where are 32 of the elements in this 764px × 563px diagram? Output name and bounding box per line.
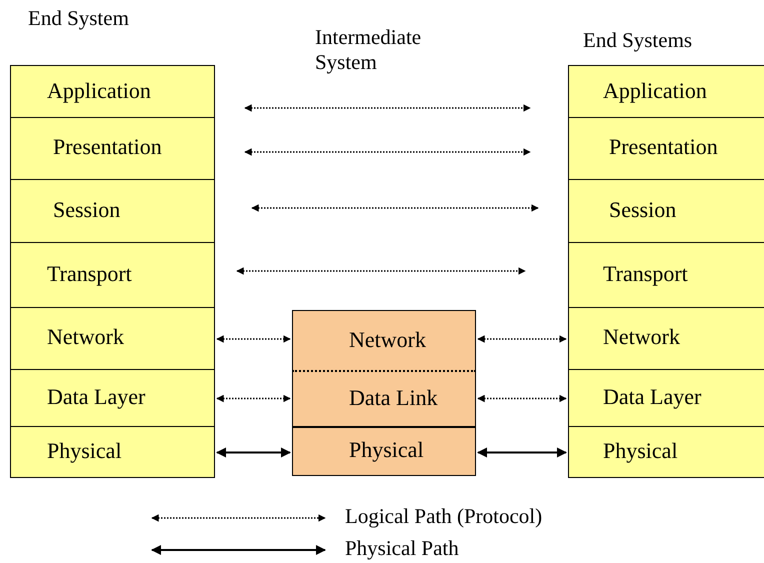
- arrow: [244, 104, 531, 112]
- arrow: [216, 335, 291, 343]
- layer-box: Presentation: [568, 118, 764, 180]
- layer-box: Data Layer: [568, 370, 764, 427]
- layer-box: Physical: [10, 427, 215, 478]
- layer-box: Data Link: [292, 372, 476, 428]
- arrow: [236, 267, 526, 275]
- layer-box: Session: [568, 180, 764, 243]
- legend-label: Logical Path (Protocol): [345, 504, 542, 529]
- layer-box: Network: [292, 310, 476, 372]
- layer-box: Data Layer: [10, 370, 215, 427]
- arrow: [216, 448, 291, 458]
- legend-label: Physical Path: [345, 536, 459, 561]
- layer-box: Transport: [568, 243, 764, 308]
- layer-box: Application: [10, 65, 215, 118]
- layer-box: Network: [10, 308, 215, 370]
- stack-heading: Intermediate System: [315, 25, 422, 75]
- layer-box: Physical: [568, 427, 764, 478]
- layer-box: Session: [10, 180, 215, 243]
- arrow: [216, 394, 291, 402]
- arrow: [251, 204, 539, 212]
- layer-box: Transport: [10, 243, 215, 308]
- arrow: [477, 394, 567, 402]
- layer-box: Network: [568, 308, 764, 370]
- stack-heading: End System: [28, 6, 129, 31]
- arrow: [477, 448, 567, 458]
- layer-box: Presentation: [10, 118, 215, 180]
- stack-heading: End Systems: [583, 28, 692, 53]
- arrow: [244, 148, 531, 156]
- layer-box: Application: [568, 65, 764, 118]
- layer-box: Physical: [292, 428, 476, 476]
- arrow: [477, 335, 567, 343]
